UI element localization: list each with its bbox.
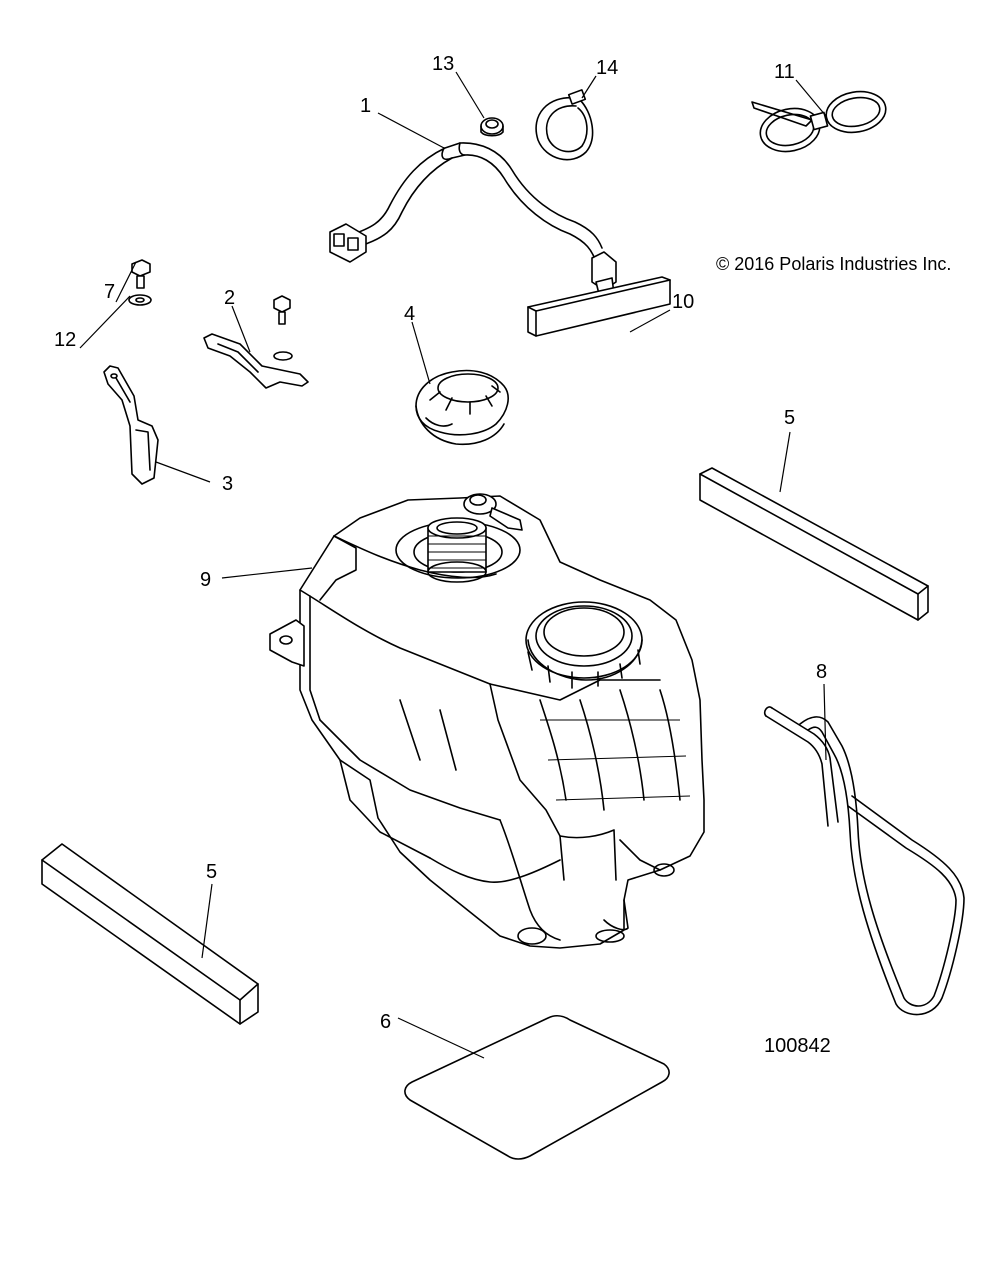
part-5-foam-strip-right	[699, 467, 929, 621]
callout-5-left: 5	[206, 861, 217, 883]
leader-14	[581, 75, 597, 99]
part-7-bolt	[131, 259, 151, 289]
part-13-grommet	[480, 117, 504, 137]
callout-9: 9	[200, 569, 211, 591]
callout-2: 2	[224, 287, 235, 309]
callout-11: 11	[774, 61, 795, 83]
leader-9	[221, 567, 313, 579]
callout-6: 6	[380, 1011, 391, 1033]
callout-3: 3	[222, 473, 233, 495]
leader-12	[79, 295, 131, 349]
leader-7b	[115, 261, 137, 303]
callout-labels: 1 13 14 11 7 12 2 3 4 10 5 9 8 5 6	[54, 53, 827, 1033]
leader-2	[231, 305, 251, 353]
callout-8: 8	[816, 661, 827, 683]
drawing-number: 100842	[764, 1035, 831, 1057]
part-2-bracket	[203, 295, 309, 389]
callout-4: 4	[404, 303, 415, 325]
leader-11	[795, 79, 827, 117]
part-1-vent-hose	[329, 142, 617, 299]
copyright-notice: © 2016 Polaris Industries Inc.	[716, 254, 951, 274]
part-4-fuel-cap	[415, 369, 509, 446]
callout-12: 12	[54, 329, 76, 351]
part-14-clamp	[535, 89, 594, 161]
callout-10: 10	[672, 291, 694, 313]
callout-13: 13	[432, 53, 454, 75]
part-9-fuel-tank	[269, 493, 705, 949]
part-8-hose	[763, 706, 965, 1016]
leader-10	[629, 309, 671, 333]
leader-1	[377, 112, 445, 149]
leader-lines	[79, 71, 827, 1059]
leader-4	[411, 321, 431, 385]
part-5-foam-strip-left	[41, 843, 259, 1025]
leader-5-right	[779, 431, 791, 493]
part-6-pad	[404, 1015, 670, 1160]
callout-5-right: 5	[784, 407, 795, 429]
leader-5-left	[201, 883, 213, 959]
callout-14: 14	[596, 57, 618, 79]
part-12-washer	[128, 294, 152, 306]
leader-13	[455, 71, 485, 119]
leader-6	[397, 1017, 485, 1059]
leader-3	[155, 461, 211, 483]
callout-7: 7	[104, 281, 115, 303]
callout-1: 1	[360, 95, 371, 117]
part-10-foam-block	[527, 276, 671, 337]
part-11-cable-clamp	[751, 90, 887, 153]
leader-8	[823, 683, 827, 761]
part-3-bracket	[103, 365, 159, 485]
